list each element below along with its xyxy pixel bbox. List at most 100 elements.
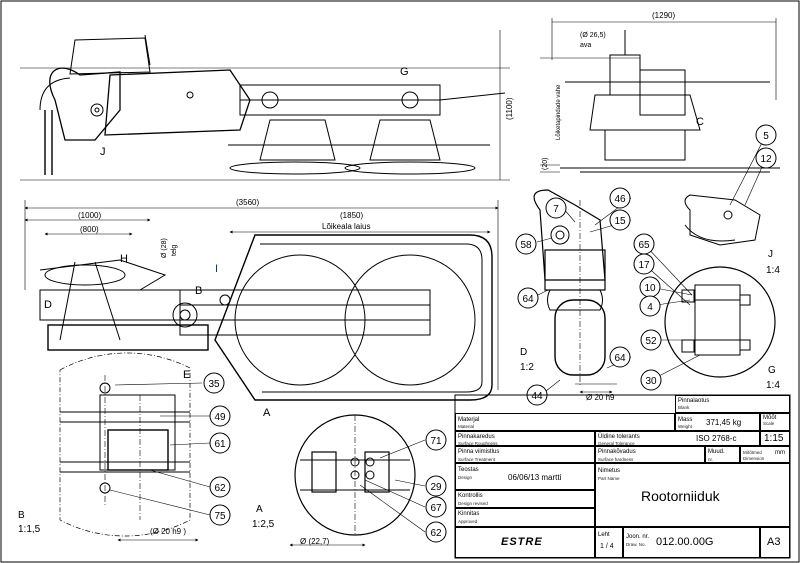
dim-height-1100: (1100) (505, 97, 514, 120)
view-letter-e: E (183, 369, 190, 381)
tb-scale-en: Scale (763, 421, 775, 426)
tb-partname-cell: Nimetus Part Name Rootorniiduk (595, 463, 790, 527)
dim-telg: telg (171, 245, 178, 256)
detail-g-letter: G (768, 365, 776, 376)
tb-sheet-cell: Leht 1 / 4 (595, 527, 623, 558)
view-letter-b: B (195, 285, 202, 297)
dim-cutter-gap: Lõiketapindade vahe (556, 84, 562, 140)
balloon-circle (425, 475, 447, 497)
side-view-mower (20, 30, 510, 181)
tb-dimension-en: Dimension (743, 456, 765, 461)
tb-joon-nr-label: Joon. nr. (626, 534, 650, 540)
tb-draw-no-en: Draw. No. (626, 542, 646, 547)
balloon-circle (609, 209, 631, 231)
tb-leht-label: Leht (598, 532, 610, 538)
tb-approved-en: Approved (458, 519, 478, 524)
balloon-number: 29 (430, 482, 442, 493)
balloon-number: 17 (638, 260, 650, 271)
tb-design-en: Design (458, 475, 473, 480)
tb-muud-nr: nr. (708, 457, 714, 462)
dim-lower-20: (20) (542, 158, 549, 170)
dim-28: Ø (28) (161, 238, 168, 258)
balloon-circle (209, 504, 231, 526)
tb-part-name-value: Rootorniiduk (641, 488, 720, 504)
balloon-number: 4 (647, 302, 653, 313)
dim-227: Ø (22,7) (300, 537, 330, 546)
balloon-number: 75 (214, 511, 226, 522)
balloon-number: 49 (214, 412, 226, 423)
tb-tolerance-cell: Üldine tolerants General Tolerance ISO 2… (595, 431, 760, 446)
balloon-number: 7 (553, 204, 559, 215)
tb-blank-label: Blank (678, 405, 690, 410)
tb-treatment-cell: Pinna viimistlus Surface Treatment (455, 446, 595, 463)
balloon-number: 61 (214, 439, 226, 450)
dimension-texts: (1100) (1290) (Ø 26,5) ava (20) Lõiketap… (78, 11, 675, 546)
balloon-number: 10 (644, 283, 656, 294)
dim-width-1290: (1290) (652, 11, 675, 20)
detail-j-scale: 1:4 (766, 265, 780, 276)
balloon-number: 58 (520, 240, 532, 251)
plan-view-mower (24, 200, 499, 401)
balloon-number: 64 (522, 294, 534, 305)
tb-scale-cell: Mõõt Scale (760, 413, 790, 431)
view-letters: J G C H D I B E A (44, 66, 704, 419)
tb-drawing-number: 012.00.00G (656, 536, 714, 548)
balloon-number: 30 (645, 376, 657, 387)
dim-total-3560: (3560) (236, 198, 259, 207)
tb-format-value: A3 (767, 536, 781, 548)
balloon-number: 64 (614, 353, 626, 364)
tb-iso-value: ISO 2768-c (696, 434, 737, 443)
tb-general-tolerance-en: General Tolerance (598, 441, 635, 446)
detail-scale-labels: B 1:1,5 A 1:2,5 D 1:2 G 1:4 J 1:4 (18, 249, 780, 535)
tb-hardness-cell: Pinnakõvadus Surface hardness (595, 446, 705, 463)
balloon-circle (755, 124, 777, 146)
tb-surface-hardness-en: Surface hardness (598, 457, 634, 462)
dim-20h9-d: Ø 20 h9 (586, 393, 615, 402)
balloon-circle (517, 287, 539, 309)
tb-surface-treatment-en: Surface Treatment (458, 457, 496, 462)
tb-roughness-en: Surface Roughness (458, 441, 498, 446)
tb-muud-cell: Muud. nr. (705, 446, 740, 463)
balloon-number: 71 (430, 436, 442, 447)
dim-shaft-dia: (Ø 26,5) (580, 32, 606, 39)
tb-drawno-cell: Joon. nr. Draw. No. 012.00.00G (623, 527, 760, 558)
view-letter-j: J (100, 146, 106, 158)
dim-ava: ava (580, 42, 591, 49)
tb-pinna-viimistlus-label: Pinna viimistlus (458, 449, 500, 455)
balloon-circle (639, 295, 661, 317)
dim-cut-width: Lõikeala laius (322, 222, 370, 231)
tb-scale-value: 1:15 (764, 433, 784, 444)
balloon-circle (755, 147, 777, 169)
tb-revised-cell: Kontrollis Design revised (455, 490, 595, 508)
balloon-number: 12 (760, 154, 772, 165)
balloon-circle (640, 329, 662, 351)
tb-pinnakovadus-label: Pinnakõvadus (598, 449, 636, 455)
detail-b-scale: 1:1,5 (18, 524, 41, 535)
view-letter-h: H (120, 253, 128, 265)
tb-mass-label: Mass (678, 417, 693, 423)
dim-20h9-b: (Ø 20 h9 ) (150, 527, 186, 536)
tb-material-label: Materjal (458, 417, 480, 423)
tb-kinnitas-label: Kinnitas (458, 511, 480, 517)
balloon-circle (545, 197, 567, 219)
tb-pinnakaredus-label: Pinnakaredus (458, 434, 495, 440)
tb-format-cell: A3 (760, 527, 790, 558)
balloon-circle (609, 346, 631, 368)
tb-company-logo: ESTRE (501, 536, 543, 548)
detail-d-letter: D (520, 347, 527, 358)
tb-muud-label: Muud. (708, 449, 725, 455)
balloon-number: 67 (430, 503, 442, 514)
tb-material-en: Material (458, 424, 475, 429)
tb-dimension-cell: Mõõtmed Dimension mm (740, 446, 790, 463)
tb-scale-value-cell: 1:15 (760, 431, 790, 446)
tb-sheet-value: 1 / 4 (600, 543, 614, 550)
view-letter-c: C (696, 116, 704, 128)
tb-mass-cell: Mass Weight 371,45 kg (675, 413, 760, 431)
balloon-circle (633, 253, 655, 275)
balloon-number: 52 (645, 336, 657, 347)
detail-a-scale: 1:2,5 (252, 519, 275, 530)
tb-design-cell: Teostas Design 06/06/13 martti (455, 463, 595, 490)
balloon-circle (203, 372, 225, 394)
tb-design-revised-en: Design revised (458, 501, 488, 506)
